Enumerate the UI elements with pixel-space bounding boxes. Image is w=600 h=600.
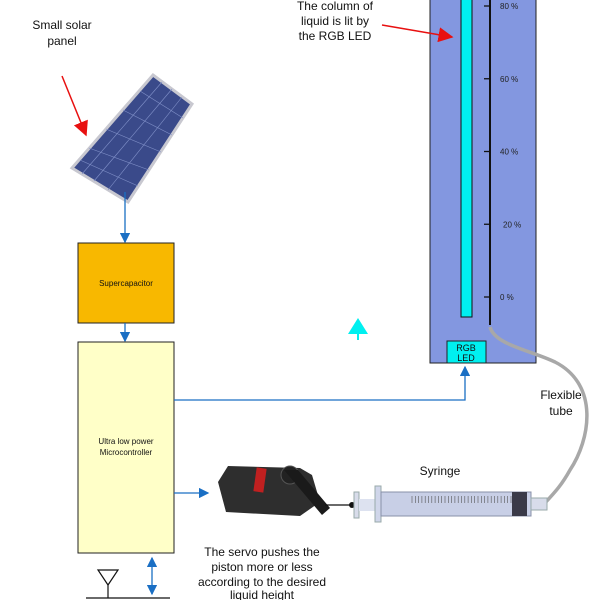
supercapacitor-label: Supercapacitor [99,279,153,288]
solar-panel-label: Small solar [32,18,91,32]
scale-tick-label: 40 % [500,148,518,157]
solar-panel-image [69,72,195,205]
microcontroller-label: Microcontroller [100,448,153,457]
gauge-panel [429,0,537,364]
microcontroller-label: Ultra low power [98,437,153,446]
rgb-led-label: LED [457,353,475,363]
arrow-mcu-to-led [174,365,471,401]
servo-note: piston more or less [211,560,312,574]
scale-tick-label: 80 % [500,2,518,11]
supercapacitor-block [77,242,175,324]
servo-note: The servo pushes the [204,545,320,559]
syringe-label: Syringe [420,464,461,478]
syringe-image [353,485,548,523]
rgb-led-label: RGB [456,343,476,353]
red-arrow-icon [61,75,88,137]
column-note: liquid is lit by [301,14,369,28]
servo-note: liquid height [230,588,295,600]
red-arrow-icon [381,24,454,43]
servo-note: according to the desired [198,575,326,589]
flexible-tube [488,326,589,505]
microcontroller-block [77,341,175,554]
liquid-column [460,0,473,318]
scale-tick-label: 20 % [503,220,521,229]
scale-tick-label: 60 % [500,75,518,84]
rgb-led [446,340,487,364]
flexible-tube-label: Flexible [540,388,582,402]
scale-tick-label: 0 % [500,293,514,302]
column-note: the RGB LED [299,29,372,43]
solar-panel-label: panel [47,34,76,48]
column-note: The column of [297,0,374,13]
servo-image [218,465,330,516]
flexible-tube-label: tube [549,404,573,418]
antenna-icon [96,569,120,598]
